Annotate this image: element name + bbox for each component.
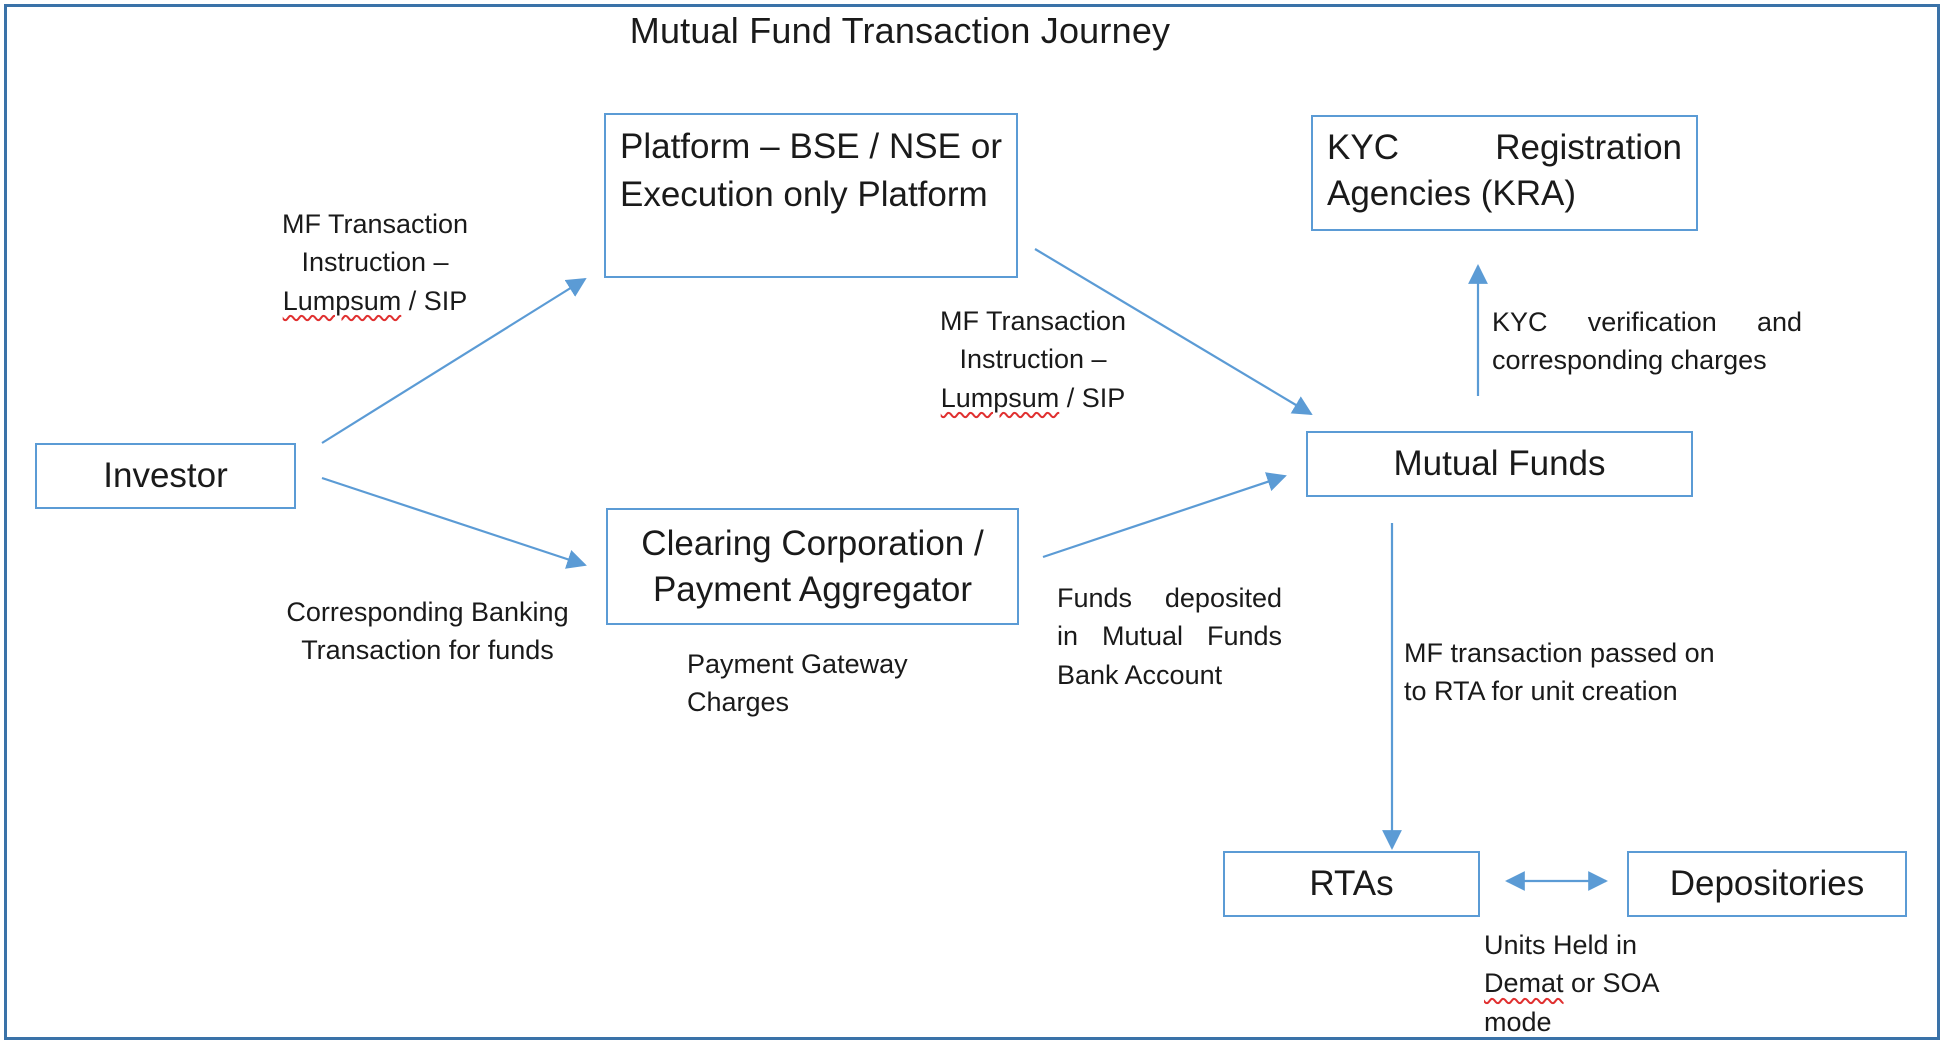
label-units-held-soa: or SOA xyxy=(1563,968,1660,999)
node-platform: Platform – BSE / NSE or Execution only P… xyxy=(604,113,1018,278)
node-depositories: Depositories xyxy=(1627,851,1907,917)
node-clearing: Clearing Corporation / Payment Aggregato… xyxy=(606,508,1019,625)
node-kyc: KYC Registration Agencies (KRA) xyxy=(1311,115,1698,231)
label-instruction-left-line2: Instruction – xyxy=(301,247,449,278)
node-investor-label: Investor xyxy=(103,456,228,496)
arrow-investor-to-clearing xyxy=(321,476,587,569)
label-funds-deposited: Funds deposited in Mutual Funds Bank Acc… xyxy=(1057,583,1282,690)
arrow-investor-to-platform xyxy=(321,277,587,444)
label-gateway-charges: Payment Gateway Charges xyxy=(687,649,908,718)
label-instruction-left-line1: MF Transaction xyxy=(281,209,469,239)
label-instruction-left: MF Transaction Instruction – Lumpsum / S… xyxy=(250,205,500,320)
label-instruction-left-lumpsum: Lumpsum xyxy=(282,285,402,316)
node-kyc-label: KYC Registration Agencies (KRA) xyxy=(1327,128,1682,214)
node-depositories-label: Depositories xyxy=(1669,864,1865,904)
label-instruction-mid-line1: MF Transaction xyxy=(939,306,1127,336)
label-units-held: Units Held in Demat or SOA mode xyxy=(1484,926,1714,1041)
label-units-held-line3: mode xyxy=(1484,1006,1552,1037)
node-mutual-funds: Mutual Funds xyxy=(1306,431,1693,497)
label-instruction-mid-line2: Instruction – xyxy=(959,344,1107,375)
node-platform-label: Platform – BSE / NSE or Execution only P… xyxy=(620,127,1002,215)
label-rta-passed: MF transaction passed on to RTA for unit… xyxy=(1404,638,1715,707)
label-instruction-mid-lumpsum: Lumpsum xyxy=(940,382,1060,413)
diagram-frame xyxy=(4,4,1940,1040)
node-clearing-label: Clearing Corporation / Payment Aggregato… xyxy=(641,524,984,609)
node-mutual-funds-label: Mutual Funds xyxy=(1393,444,1606,484)
diagram-title: Mutual Fund Transaction Journey xyxy=(629,10,1171,51)
arrow-clearing-to-mutual-funds xyxy=(1042,472,1287,559)
arrow-platform-to-mutual-funds xyxy=(1034,248,1313,416)
label-units-held-demat: Demat xyxy=(1484,968,1564,999)
node-rtas-label: RTAs xyxy=(1309,864,1394,904)
label-instruction-left-sip: / SIP xyxy=(401,285,468,316)
label-instruction-mid-sip: / SIP xyxy=(1059,382,1126,413)
node-rtas: RTAs xyxy=(1223,851,1480,917)
label-instruction-mid: MF Transaction Instruction – Lumpsum / S… xyxy=(908,302,1158,417)
label-kyc-verification: KYC verification and corresponding charg… xyxy=(1492,307,1802,376)
node-investor: Investor xyxy=(35,443,296,509)
label-units-held-line1: Units Held in xyxy=(1484,930,1638,960)
label-banking-transaction: Corresponding Banking Transaction for fu… xyxy=(286,597,569,666)
